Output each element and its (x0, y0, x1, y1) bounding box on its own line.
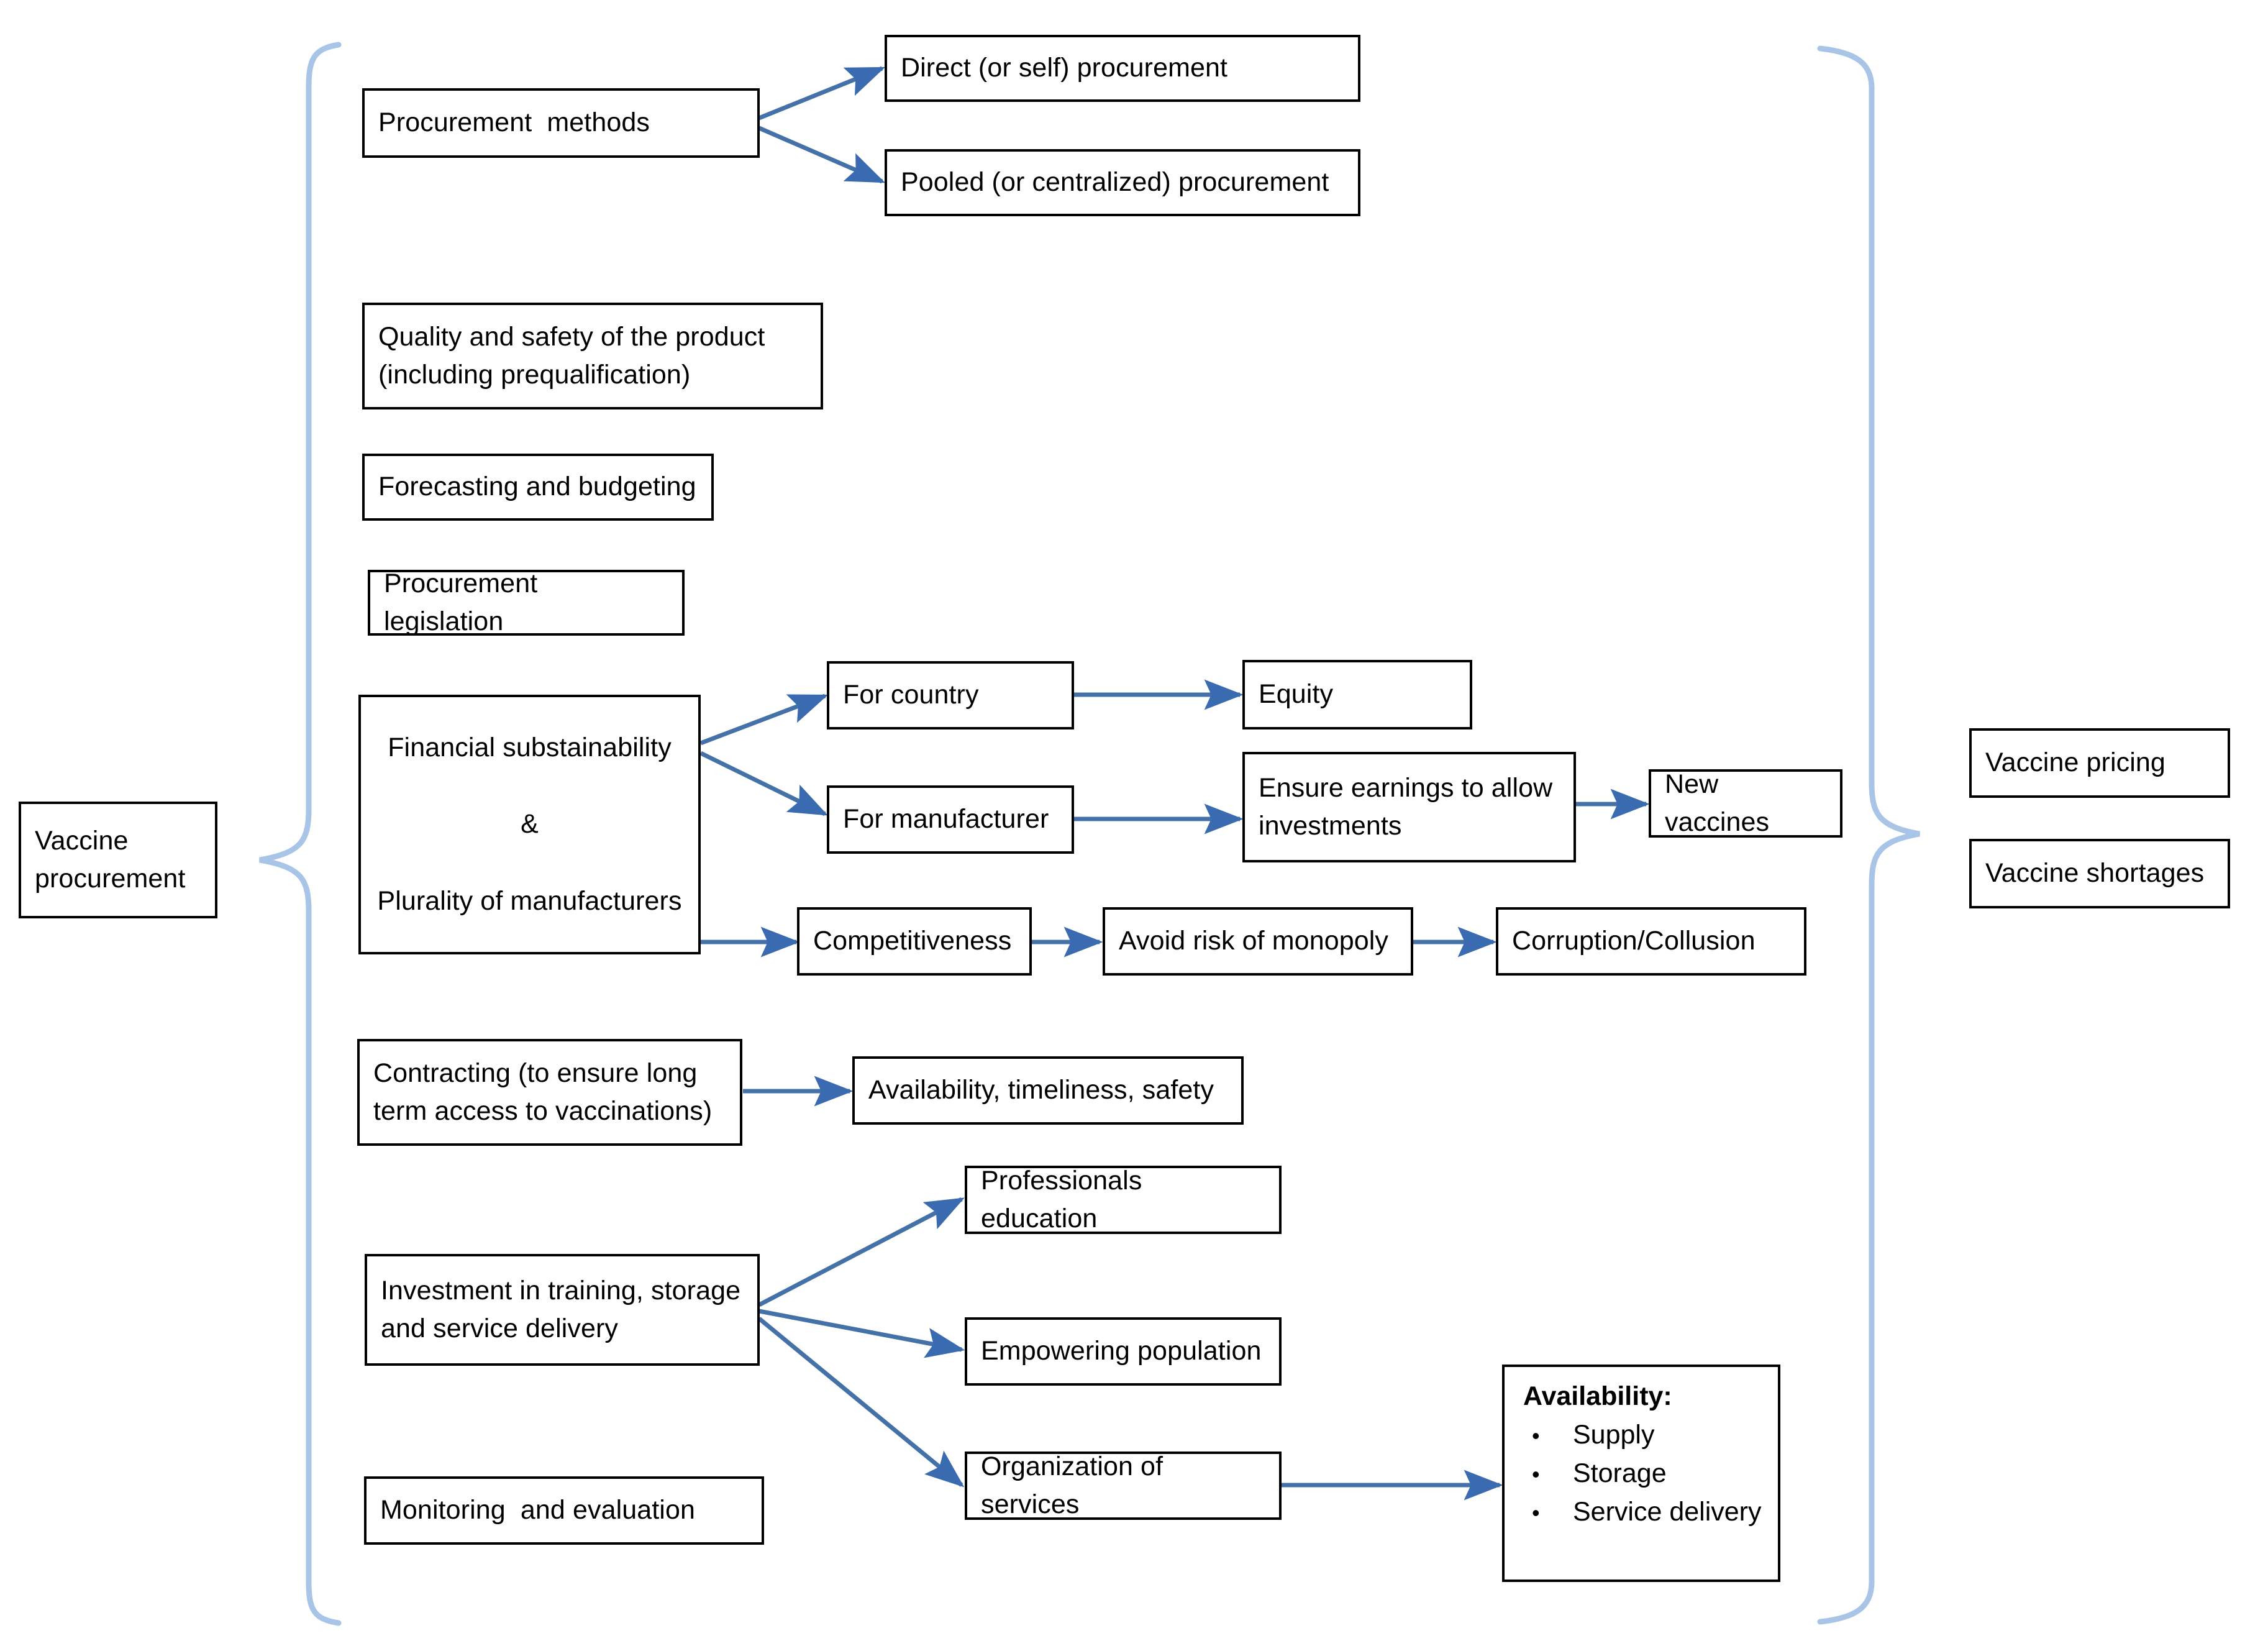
competitiveness-label: Competitiveness (813, 926, 1012, 956)
investment-line2: and service delivery (381, 1314, 619, 1343)
edge-investment-to-professionals (758, 1197, 965, 1307)
ensure-earnings-line1: Ensure earnings to allow (1259, 772, 1553, 803)
new-vaccines-label: New vaccines (1665, 769, 1770, 837)
forecasting-budgeting-label: Forecasting and budgeting (378, 472, 696, 502)
node-quality-and-safety[interactable]: Quality and safety of the product (inclu… (362, 303, 823, 409)
for-country-label: For country (843, 680, 979, 710)
node-competitiveness[interactable]: Competitiveness (797, 907, 1032, 976)
vaccine-shortages-label: Vaccine shortages (1985, 858, 2205, 889)
node-vaccine-pricing[interactable]: Vaccine pricing (1969, 728, 2230, 798)
node-vaccine-shortages[interactable]: Vaccine shortages (1969, 839, 2230, 908)
financial-line1: Financial substainability (388, 733, 672, 763)
node-pooled-procurement[interactable]: Pooled (or centralized) procurement (885, 149, 1360, 216)
avoid-monopoly-label: Avoid risk of monopoly (1119, 926, 1389, 956)
quality-safety-line2: (including prequalification) (378, 360, 691, 390)
edge-investment-to-organization (757, 1317, 965, 1488)
root-label-line1: Vaccine (35, 825, 129, 856)
financial-line3: Plurality of manufacturers (377, 885, 682, 916)
organization-of-services-label: Organization of services (981, 1451, 1171, 1519)
node-equity[interactable]: Equity (1242, 660, 1472, 729)
node-financial-sustainability[interactable]: Financial substainability & Plurality of… (358, 695, 701, 954)
availability-timeliness-safety-label: Availability, timeliness, safety (868, 1075, 1214, 1105)
node-avoid-risk-of-monopoly[interactable]: Avoid risk of monopoly (1103, 907, 1413, 976)
edge-methods-to-pooled (758, 126, 886, 184)
empowering-population-label: Empowering population (981, 1336, 1262, 1366)
availability-bullet-list: • Supply • Storage • Service delivery (1523, 1418, 1763, 1530)
edge-financial-to-manufacturer (699, 751, 829, 816)
edge-investment-to-empowering (758, 1309, 965, 1358)
bullet-icon: • (1532, 1422, 1540, 1448)
node-procurement-methods[interactable]: Procurement methods (362, 88, 760, 158)
corruption-collusion-label: Corruption/Collusion (1512, 926, 1756, 956)
availability-item-service-delivery: Service delivery (1573, 1496, 1762, 1527)
node-corruption-collusion[interactable]: Corruption/Collusion (1496, 907, 1806, 976)
availability-item-storage: Storage (1573, 1458, 1667, 1488)
direct-procurement-label: Direct (or self) procurement (901, 53, 1228, 83)
availability-item-supply: Supply (1573, 1419, 1655, 1450)
professionals-education-label: Professionals education (981, 1165, 1150, 1233)
edge-financial-to-country (699, 693, 829, 746)
procurement-methods-label: Procurement methods (378, 107, 650, 138)
node-availability-timeliness-safety[interactable]: Availability, timeliness, safety (852, 1056, 1244, 1125)
node-monitoring-and-evaluation[interactable]: Monitoring and evaluation (364, 1476, 764, 1545)
contracting-line2: term access to vaccinations) (373, 1096, 713, 1126)
node-direct-procurement[interactable]: Direct (or self) procurement (885, 35, 1360, 102)
pooled-procurement-label: Pooled (or centralized) procurement (901, 167, 1329, 198)
root-label-line2: procurement (35, 864, 186, 894)
node-contracting[interactable]: Contracting (to ensure long term access … (357, 1039, 742, 1146)
node-availability-details[interactable]: Availability: • Supply • Storage • Servi… (1502, 1365, 1780, 1582)
list-item: • Supply (1523, 1418, 1763, 1453)
list-item: • Storage (1523, 1456, 1763, 1491)
node-organization-of-services[interactable]: Organization of services (965, 1452, 1282, 1520)
quality-safety-line1: Quality and safety of the product (378, 321, 765, 352)
for-manufacturer-label: For manufacturer (843, 804, 1049, 834)
equity-label: Equity (1259, 679, 1334, 710)
investment-line1: Investment in training, storage (381, 1275, 741, 1305)
vaccine-pricing-label: Vaccine pricing (1985, 748, 2166, 778)
bullet-icon: • (1532, 1499, 1540, 1525)
left-curly-brace-path (259, 42, 342, 1626)
financial-line2-ampersand: & (521, 809, 539, 839)
procurement-legislation-label: Procurement legislation (384, 568, 553, 636)
list-item: • Service delivery (1523, 1495, 1763, 1530)
monitoring-evaluation-label: Monitoring and evaluation (380, 1495, 695, 1525)
node-investment-training-storage[interactable]: Investment in training, storage and serv… (365, 1254, 760, 1366)
contracting-line1: Contracting (to ensure long (373, 1058, 698, 1088)
node-vaccine-procurement[interactable]: Vaccine procurement (19, 802, 217, 918)
node-empowering-population[interactable]: Empowering population (965, 1317, 1282, 1386)
edge-methods-to-direct (758, 66, 886, 121)
node-for-manufacturer[interactable]: For manufacturer (827, 785, 1074, 854)
bullet-icon: • (1532, 1461, 1540, 1487)
availability-title: Availability: (1523, 1381, 1672, 1411)
node-forecasting-and-budgeting[interactable]: Forecasting and budgeting (362, 454, 714, 521)
ensure-earnings-line2: investments (1259, 811, 1402, 841)
node-new-vaccines[interactable]: New vaccines (1649, 769, 1842, 838)
node-ensure-earnings[interactable]: Ensure earnings to allow investments (1242, 752, 1576, 862)
node-procurement-legislation[interactable]: Procurement legislation (368, 569, 685, 636)
node-for-country[interactable]: For country (827, 661, 1074, 729)
node-professionals-education[interactable]: Professionals education (965, 1166, 1282, 1234)
